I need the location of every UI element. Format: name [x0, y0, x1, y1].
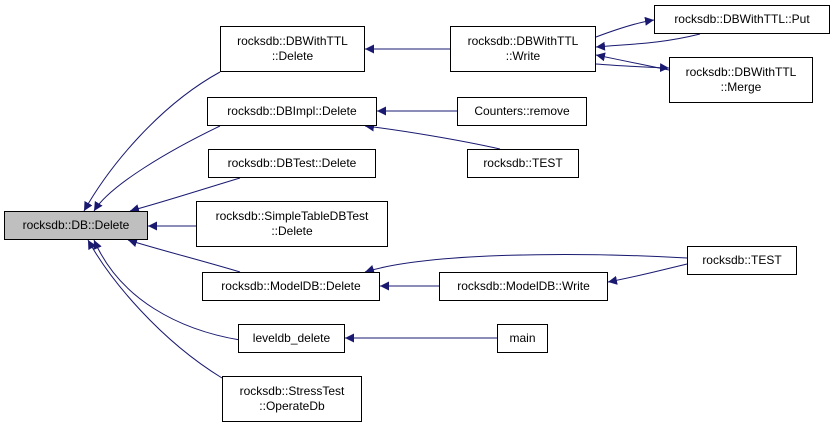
- node-label-line: ::Delete: [271, 49, 314, 63]
- node-label-line: rocksdb::ModelDB::Write: [457, 279, 590, 293]
- node-label-line: rocksdb::StressTest: [239, 384, 345, 398]
- node-label: rocksdb::SimpleTableDBTest::Delete: [216, 209, 369, 239]
- node-simpletable-delete[interactable]: rocksdb::SimpleTableDBTest::Delete: [196, 201, 388, 247]
- node-label: rocksdb::ModelDB::Write: [457, 279, 590, 294]
- node-label-line: rocksdb::ModelDB::Delete: [221, 279, 361, 293]
- node-dbtest-delete[interactable]: rocksdb::DBTest::Delete: [208, 149, 376, 178]
- edge-leveldb_delete-to-db_delete: [93, 239, 241, 341]
- edge-modeldb_delete-to-db_delete: [127, 238, 241, 273]
- node-label-line: Counters::remove: [474, 104, 570, 118]
- node-label-line: ::Write: [505, 49, 541, 63]
- node-label-line: ::Delete: [271, 224, 313, 238]
- edge-dbwithttl_delete-to-db_delete: [83, 71, 221, 212]
- node-label: leveldb_delete: [253, 331, 330, 346]
- edge-dbwithttl_put-to-dbwithttl_write: [595, 33, 701, 51]
- edge-dbtest_delete-to-db_delete: [129, 177, 241, 213]
- node-label-line: main: [509, 331, 536, 345]
- node-label-line: rocksdb::SimpleTableDBTest: [215, 209, 369, 223]
- edge-dbwithttl_write-to-dbwithttl_put: [595, 16, 655, 38]
- node-label-line: rocksdb::DBWithTTL: [685, 65, 797, 79]
- node-test-1[interactable]: rocksdb::TEST: [467, 149, 579, 178]
- node-label: main: [509, 331, 535, 346]
- node-dbwithttl-write[interactable]: rocksdb::DBWithTTL::Write: [450, 26, 596, 72]
- node-label: rocksdb::StressTest::OperateDb: [240, 384, 345, 414]
- node-label: rocksdb::DB::Delete: [23, 218, 130, 233]
- node-dbwithttl-put[interactable]: rocksdb::DBWithTTL::Put: [654, 5, 830, 34]
- node-test-2[interactable]: rocksdb::TEST: [687, 246, 797, 275]
- node-label-line: ::OperateDb: [259, 399, 325, 413]
- node-counters-remove[interactable]: Counters::remove: [457, 97, 587, 126]
- node-label: rocksdb::ModelDB::Delete: [221, 279, 360, 294]
- edge-dbimpl_delete-to-db_delete: [93, 125, 221, 212]
- node-dbwithttl-delete[interactable]: rocksdb::DBWithTTL::Delete: [220, 26, 365, 72]
- node-label-line: leveldb_delete: [252, 331, 331, 345]
- node-label-line: rocksdb::DBWithTTL: [237, 34, 348, 48]
- node-label-line: rocksdb::DBWithTTL::Put: [674, 12, 810, 26]
- node-label: rocksdb::DBWithTTL::Merge: [686, 65, 797, 95]
- node-main[interactable]: main: [497, 324, 548, 353]
- edge-test_1-to-dbimpl_delete: [364, 122, 501, 150]
- node-db-delete: rocksdb::DB::Delete: [4, 211, 148, 240]
- node-label-line: rocksdb::TEST: [702, 253, 782, 267]
- node-label: rocksdb::DBWithTTL::Put: [674, 12, 809, 27]
- edge-dbwithttl_write-to-dbwithttl_merge: [595, 63, 670, 73]
- node-stresstest-operatedb[interactable]: rocksdb::StressTest::OperateDb: [222, 376, 362, 422]
- node-label-line: rocksdb::DBWithTTL: [467, 34, 579, 48]
- node-dbimpl-delete[interactable]: rocksdb::DBImpl::Delete: [207, 97, 377, 126]
- node-label: rocksdb::DBImpl::Delete: [227, 104, 356, 119]
- node-label: rocksdb::TEST: [483, 156, 562, 171]
- node-label-line: rocksdb::DBImpl::Delete: [227, 104, 357, 118]
- node-label: rocksdb::DBWithTTL::Write: [468, 34, 579, 64]
- node-label-line: rocksdb::TEST: [483, 156, 563, 170]
- edge-stresstest_operatedb-to-db_delete: [87, 239, 223, 379]
- node-label: rocksdb::DBWithTTL::Delete: [237, 34, 348, 64]
- edge-test_2-to-modeldb_delete: [364, 254, 688, 274]
- node-leveldb-delete[interactable]: leveldb_delete: [238, 324, 345, 353]
- edge-test_2-to-modeldb_write: [607, 263, 688, 285]
- node-modeldb-delete[interactable]: rocksdb::ModelDB::Delete: [202, 272, 380, 301]
- node-label: Counters::remove: [474, 104, 569, 119]
- node-label-line: rocksdb::DB::Delete: [22, 218, 130, 232]
- node-label: rocksdb::TEST: [702, 253, 781, 268]
- node-dbwithttl-merge[interactable]: rocksdb::DBWithTTL::Merge: [669, 57, 813, 103]
- node-modeldb-write[interactable]: rocksdb::ModelDB::Write: [439, 272, 608, 301]
- node-label: rocksdb::DBTest::Delete: [228, 156, 357, 171]
- node-label-line: ::Merge: [720, 80, 762, 94]
- node-label-line: rocksdb::DBTest::Delete: [227, 156, 357, 170]
